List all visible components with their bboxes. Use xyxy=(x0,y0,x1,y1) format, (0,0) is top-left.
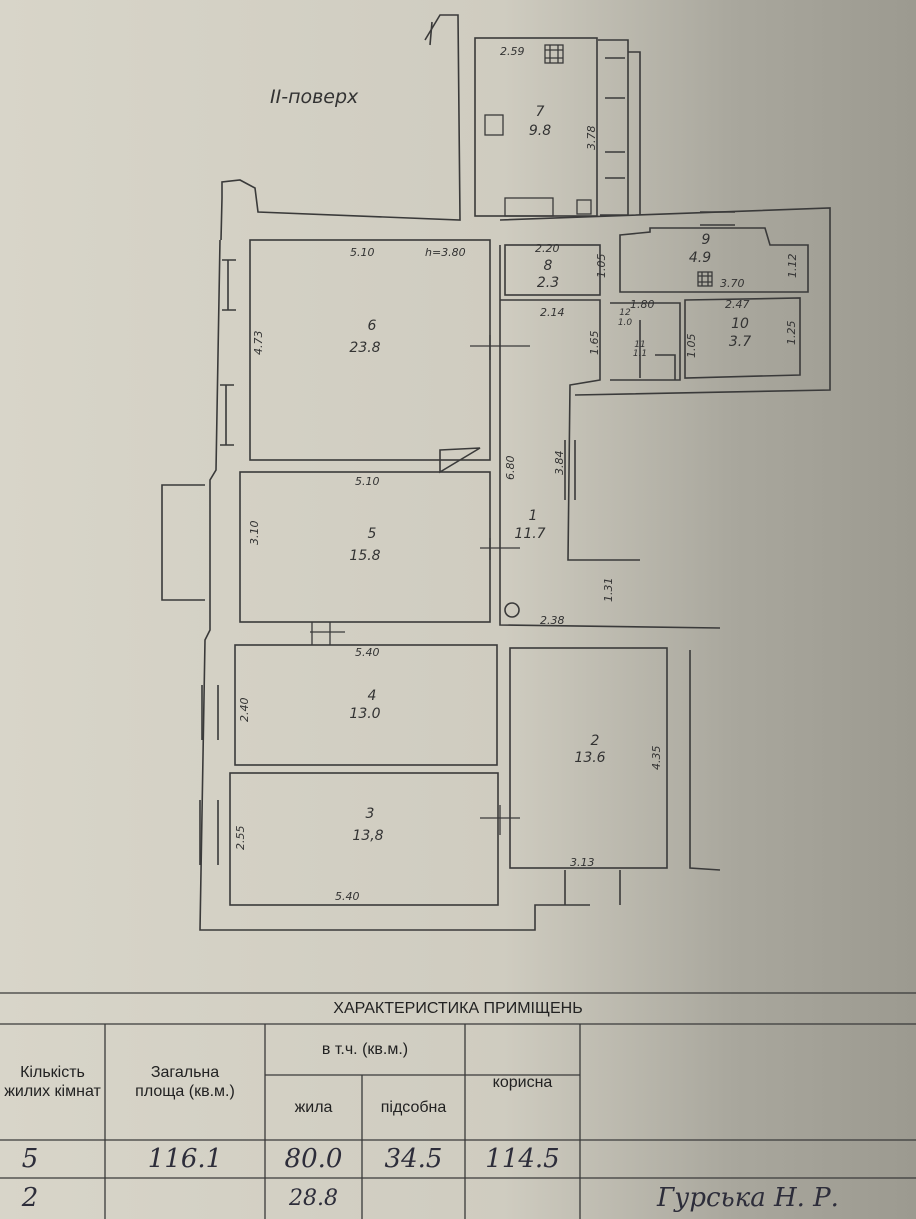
dim-label: 5.40 xyxy=(355,646,380,659)
dimension-labels: 2.59 3.78 5.10 h=3.80 4.73 2.20 1.05 3.7… xyxy=(234,45,799,903)
small-room-labels: 11 1.1 12 1.0 xyxy=(618,308,647,359)
row2-signature: Гурська Н. Р. xyxy=(657,1183,839,1213)
row1-total: 116.1 xyxy=(147,1143,223,1174)
row1-aux: 34.5 xyxy=(384,1143,443,1174)
dim-label: 2.55 xyxy=(234,826,247,851)
dim-label: 5.10 xyxy=(355,475,380,488)
room-9-number: 9 xyxy=(702,232,711,248)
room-4-number: 4 xyxy=(368,688,377,704)
room-8-number: 8 xyxy=(544,258,553,274)
room-10-number: 10 xyxy=(731,316,749,332)
dim-label: 3.70 xyxy=(720,277,745,290)
dim-label: 2.47 xyxy=(725,298,750,311)
room-1-area: 11.7 xyxy=(514,526,545,542)
room-5-area: 15.8 xyxy=(349,548,380,564)
fixtures xyxy=(310,44,713,835)
plan-walls xyxy=(161,14,831,931)
header-useful: корисна xyxy=(492,1073,553,1091)
room-labels: 6 23.8 5 15.8 4 13.0 3 13,8 2 13.6 1 11.… xyxy=(349,104,751,844)
header-including: в т.ч. (кв.м.) xyxy=(321,1041,409,1058)
room-3-number: 3 xyxy=(366,806,375,822)
room-5-number: 5 xyxy=(368,526,377,542)
room-7-number: 7 xyxy=(536,104,545,120)
dim-label: 5.10 xyxy=(350,246,375,259)
dim-label: 4.35 xyxy=(650,746,663,771)
header-total-area: Загальна площа (кв.м.) xyxy=(135,1064,235,1100)
dim-label: 5.40 xyxy=(335,890,360,903)
floor-label: II-поверх xyxy=(270,86,359,108)
dim-label: 1.80 xyxy=(630,298,655,311)
dim-label: 2.14 xyxy=(540,306,565,319)
dim-label: 3.84 xyxy=(553,451,566,476)
room-11-number: 11 xyxy=(634,340,645,350)
dim-label: 2.40 xyxy=(238,698,251,723)
dim-label: 2.38 xyxy=(540,614,565,627)
header-rooms-count: Кількість жилих кімнат xyxy=(4,1064,101,1100)
dim-label: h=3.80 xyxy=(425,246,466,259)
row1-living: 80.0 xyxy=(284,1143,343,1174)
dim-label: 3.10 xyxy=(248,521,261,546)
dim-label: 1.05 xyxy=(685,334,698,359)
dim-label: 2.20 xyxy=(535,242,560,255)
dim-label: 1.05 xyxy=(595,254,608,279)
room-2-number: 2 xyxy=(591,733,600,749)
row1-useful: 114.5 xyxy=(485,1143,560,1174)
room-6-number: 6 xyxy=(368,318,377,334)
dim-label: 1.12 xyxy=(786,254,799,279)
room-12-area: 1.0 xyxy=(618,318,633,328)
dim-label: 4.73 xyxy=(252,331,265,356)
room-10-area: 3.7 xyxy=(729,334,751,350)
header-living: жила xyxy=(294,1099,333,1116)
row2-living: 28.8 xyxy=(289,1186,338,1211)
table-grid xyxy=(0,992,916,1219)
row1-rooms: 5 xyxy=(21,1143,39,1174)
room-12-number: 12 xyxy=(619,308,631,318)
table-title: ХАРАКТЕРИСТИКА ПРИМІЩЕНЬ xyxy=(333,1000,583,1017)
room-1-number: 1 xyxy=(529,508,538,524)
header-auxiliary: підсобна xyxy=(380,1099,447,1116)
dim-label: 1.31 xyxy=(602,578,615,603)
room-6-area: 23.8 xyxy=(349,340,380,356)
dim-label: 2.59 xyxy=(500,45,525,58)
row2-rooms: 2 xyxy=(21,1183,39,1213)
room-7-area: 9.8 xyxy=(529,123,551,139)
room-9-area: 4.9 xyxy=(689,250,711,266)
room-2-area: 13.6 xyxy=(574,750,605,766)
dim-label: 6.80 xyxy=(504,456,517,481)
room-3-area: 13,8 xyxy=(352,828,383,844)
room-8-area: 2.3 xyxy=(537,275,559,291)
dim-label: 3.13 xyxy=(570,856,595,869)
dim-label: 1.25 xyxy=(785,321,798,346)
dim-label: 3.78 xyxy=(585,126,598,151)
dim-label: 1.65 xyxy=(588,331,601,356)
room-4-area: 13.0 xyxy=(349,706,380,722)
room-characteristics-table: ХАРАКТЕРИСТИКА ПРИМІЩЕНЬ Кількість жилих… xyxy=(0,990,916,1219)
room-11-area: 1.1 xyxy=(633,349,647,359)
